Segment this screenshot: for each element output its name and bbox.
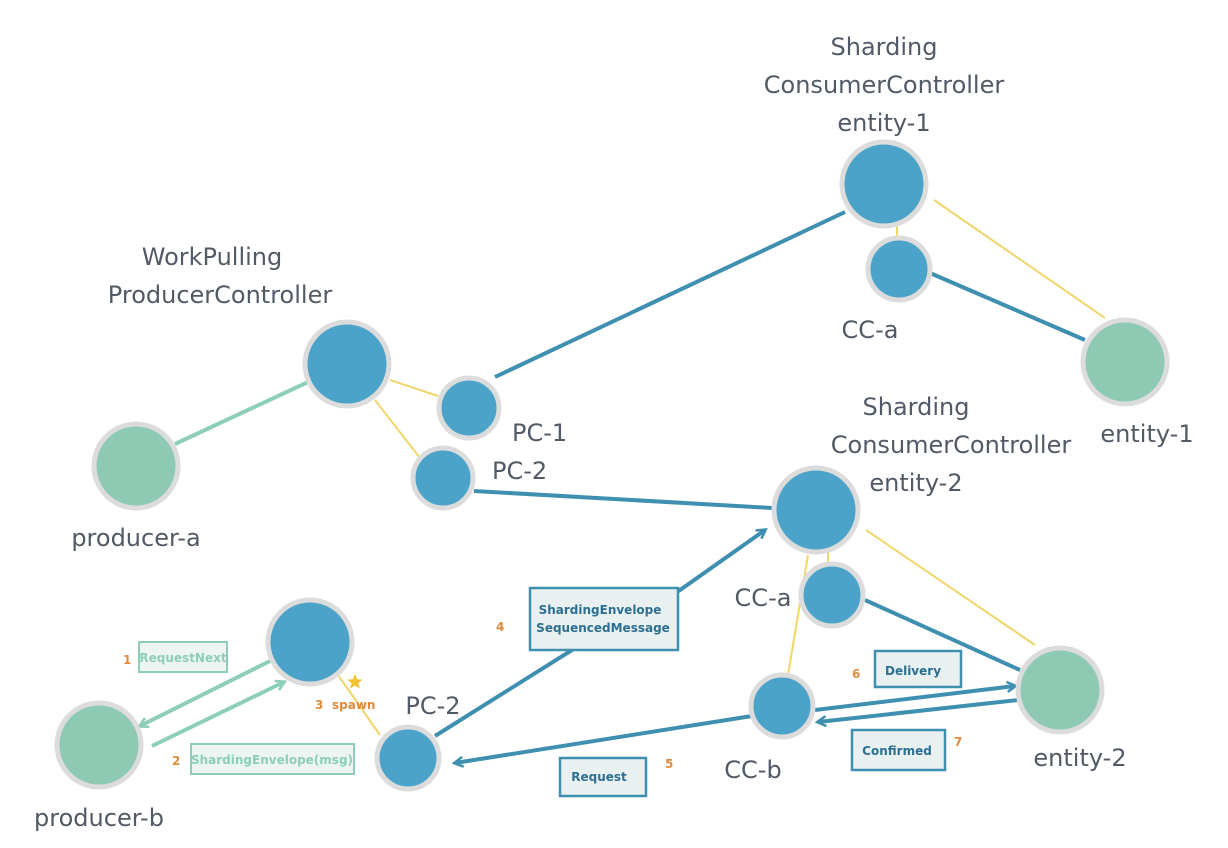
node-cc-a-bottom	[798, 561, 866, 629]
link-wppc-pc2	[374, 399, 421, 459]
label-entity-2: entity-2	[1033, 744, 1126, 772]
msg-request: Request	[558, 756, 648, 798]
label-sharding-1-line3: entity-1	[837, 109, 930, 137]
msg-sequenced-message: ShardingEnvelope SequencedMessage	[528, 586, 680, 652]
node-pc-2-bottom	[374, 724, 442, 792]
node-producer-b	[54, 700, 144, 790]
arrow-request-next	[140, 658, 273, 726]
node-workpulling-producer-controller	[302, 319, 392, 409]
link-cca-entity2	[864, 598, 1021, 672]
node-entity-1	[1080, 317, 1170, 407]
node-pc-1	[436, 375, 502, 441]
node-sharding-cc-entity-1	[839, 139, 929, 229]
link-sc2-entity2	[865, 529, 1036, 646]
msg-spawn: spawn	[332, 698, 375, 712]
msg-sequenced-line1: ShardingEnvelope	[539, 603, 662, 617]
label-cc-a-top: CC-a	[842, 316, 899, 344]
link-wppc-pc1	[389, 379, 439, 397]
step-numbers: 1 2 3 4 5 6 7	[123, 620, 962, 771]
label-pc-1: PC-1	[512, 419, 567, 447]
label-pc-2-bottom: PC-2	[405, 692, 460, 720]
label-sharding-2-line3: entity-2	[869, 469, 962, 497]
label-cc-b: CC-b	[724, 756, 781, 784]
label-sharding-2-line2: ConsumerController	[831, 431, 1072, 459]
msg-sharding-envelope-msg: ShardingEnvelope(msg)	[190, 743, 355, 775]
msg-delivery-text: Delivery	[885, 664, 941, 678]
label-workpulling-line2: ProducerController	[108, 281, 333, 309]
step-4: 4	[496, 620, 504, 634]
node-cc-b	[748, 672, 816, 740]
node-pc-2-top	[410, 445, 476, 511]
label-workpulling-line1: WorkPulling	[142, 243, 282, 271]
message-boxes: RequestNext ShardingEnvelope(msg) Shardi…	[138, 586, 963, 798]
msg-request-text: Request	[571, 770, 627, 784]
label-pc-2-top: PC-2	[492, 457, 547, 485]
star-icon	[347, 674, 363, 689]
msg-sharding-envelope-msg-text: ShardingEnvelope(msg)	[191, 753, 353, 767]
step-6: 6	[852, 667, 860, 681]
label-sharding-1-line2: ConsumerController	[764, 71, 1005, 99]
node-producer-a	[91, 421, 181, 511]
link-pc1-sc1	[494, 210, 846, 379]
link-pc2-sc2	[473, 489, 773, 510]
link-cca-entity1	[929, 271, 1086, 342]
arrow-confirmed	[818, 698, 1019, 722]
link-sc1-entity1	[933, 199, 1106, 319]
step-5: 5	[665, 757, 673, 771]
node-entity-2	[1015, 645, 1105, 735]
arrow-request	[455, 714, 753, 763]
link-sc2-ccb	[787, 554, 809, 676]
msg-sequenced-line2: SequencedMessage	[536, 621, 670, 635]
nodes	[54, 139, 1170, 792]
main-connectors	[174, 210, 1086, 672]
label-cc-a-bottom: CC-a	[735, 584, 792, 612]
step-1: 1	[123, 653, 131, 667]
step-2: 2	[172, 754, 180, 768]
node-workpulling-bottom	[265, 597, 355, 687]
step-3: 3	[315, 698, 323, 712]
label-producer-a: producer-a	[71, 524, 200, 552]
msg-request-next: RequestNext	[138, 641, 228, 673]
arrow-delivery	[814, 686, 1015, 712]
node-sharding-cc-entity-2	[771, 465, 861, 555]
msg-request-next-text: RequestNext	[139, 651, 226, 665]
link-producer-a-wppc	[174, 380, 309, 446]
node-cc-a-top	[865, 235, 933, 303]
yellow-connectors	[337, 199, 1106, 736]
msg-delivery: Delivery	[873, 649, 963, 689]
node-labels: Sharding ConsumerController entity-1 Wor…	[34, 33, 1194, 832]
msg-confirmed: Confirmed	[850, 728, 947, 772]
msg-confirmed-text: Confirmed	[862, 744, 932, 758]
label-sharding-2-line1: Sharding	[863, 393, 970, 421]
label-entity-1: entity-1	[1100, 420, 1193, 448]
arrow-sharding-envelope-msg	[151, 682, 284, 748]
label-producer-b: producer-b	[34, 804, 164, 832]
step-7: 7	[954, 735, 962, 749]
label-sharding-1-line1: Sharding	[831, 33, 938, 61]
link-spawn	[337, 674, 381, 736]
